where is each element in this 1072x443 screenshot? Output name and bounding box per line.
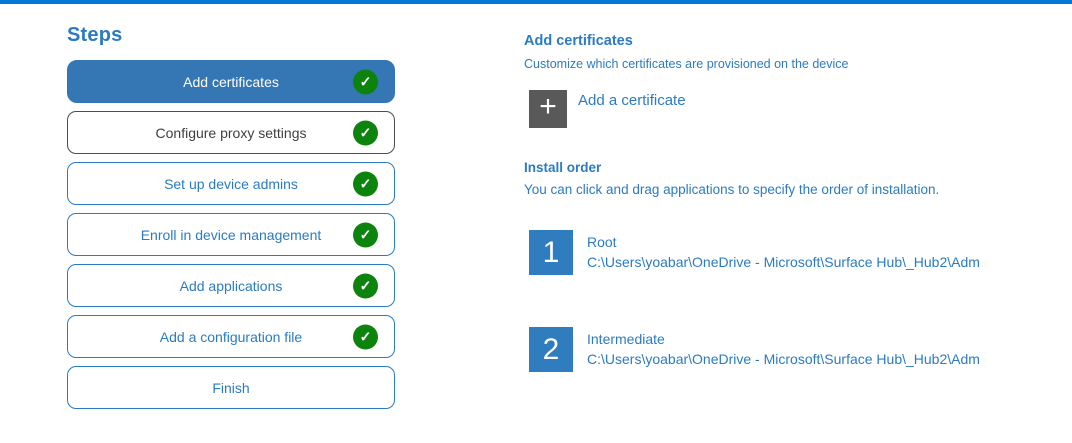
check-glyph: ✓ <box>359 73 372 90</box>
step-label: Enroll in device management <box>140 226 322 243</box>
item-text: Root C:\Users\yoabar\OneDrive - Microsof… <box>587 232 980 272</box>
add-certificate-button[interactable]: + <box>529 90 567 128</box>
check-glyph: ✓ <box>359 277 372 294</box>
step-label: Add certificates <box>183 73 279 90</box>
check-circle-icon: ✓ <box>353 120 378 145</box>
add-certificate-label: Add a certificate <box>578 92 686 109</box>
step-add-a-configuration-file[interactable]: Add a configuration file ✓ <box>67 315 395 358</box>
step-configure-proxy-settings[interactable]: Configure proxy settings ✓ <box>67 111 395 154</box>
step-label: Configure proxy settings <box>155 124 307 141</box>
page-title: Add certificates <box>524 33 633 49</box>
check-circle-icon: ✓ <box>353 273 378 298</box>
order-number-badge: 2 <box>529 327 573 372</box>
steps-panel: Steps Add certificates ✓ Configure proxy… <box>67 24 395 417</box>
check-circle-icon: ✓ <box>353 324 378 349</box>
check-glyph: ✓ <box>359 175 372 192</box>
certificate-name: Root <box>587 234 617 250</box>
step-label: Add a configuration file <box>159 328 303 345</box>
check-glyph: ✓ <box>359 124 372 141</box>
steps-list: Add certificates ✓ Configure proxy setti… <box>67 60 395 409</box>
page-subtitle: Customize which certificates are provisi… <box>524 57 849 71</box>
step-add-applications[interactable]: Add applications ✓ <box>67 264 395 307</box>
detail-panel: Add certificates Customize which certifi… <box>524 32 1069 372</box>
check-circle-icon: ✓ <box>353 222 378 247</box>
step-set-up-device-admins[interactable]: Set up device admins ✓ <box>67 162 395 205</box>
certificate-path: C:\Users\yoabar\OneDrive - Microsoft\Sur… <box>587 351 980 367</box>
plus-icon: + <box>539 90 557 123</box>
certificate-name: Intermediate <box>587 331 665 347</box>
install-order-item-intermediate[interactable]: 2 Intermediate C:\Users\yoabar\OneDrive … <box>524 327 1069 372</box>
check-circle-icon: ✓ <box>353 69 378 94</box>
item-text: Intermediate C:\Users\yoabar\OneDrive - … <box>587 329 980 369</box>
order-number-badge: 1 <box>529 230 573 275</box>
check-glyph: ✓ <box>359 226 372 243</box>
check-glyph: ✓ <box>359 328 372 345</box>
steps-title: Steps <box>67 24 123 46</box>
step-label: Add applications <box>179 277 283 294</box>
add-certificate-row[interactable]: + Add a certificate <box>524 90 1069 128</box>
check-circle-icon: ✓ <box>353 171 378 196</box>
install-order-item-root[interactable]: 1 Root C:\Users\yoabar\OneDrive - Micros… <box>524 230 1069 275</box>
install-order-title: Install order <box>524 160 602 175</box>
step-finish[interactable]: Finish <box>67 366 395 409</box>
step-label: Finish <box>212 379 250 396</box>
step-enroll-in-device-management[interactable]: Enroll in device management ✓ <box>67 213 395 256</box>
step-label: Set up device admins <box>164 175 298 192</box>
top-accent-bar <box>0 0 1072 4</box>
install-order-description: You can click and drag applications to s… <box>524 182 940 197</box>
certificate-path: C:\Users\yoabar\OneDrive - Microsoft\Sur… <box>587 254 980 270</box>
step-add-certificates[interactable]: Add certificates ✓ <box>67 60 395 103</box>
